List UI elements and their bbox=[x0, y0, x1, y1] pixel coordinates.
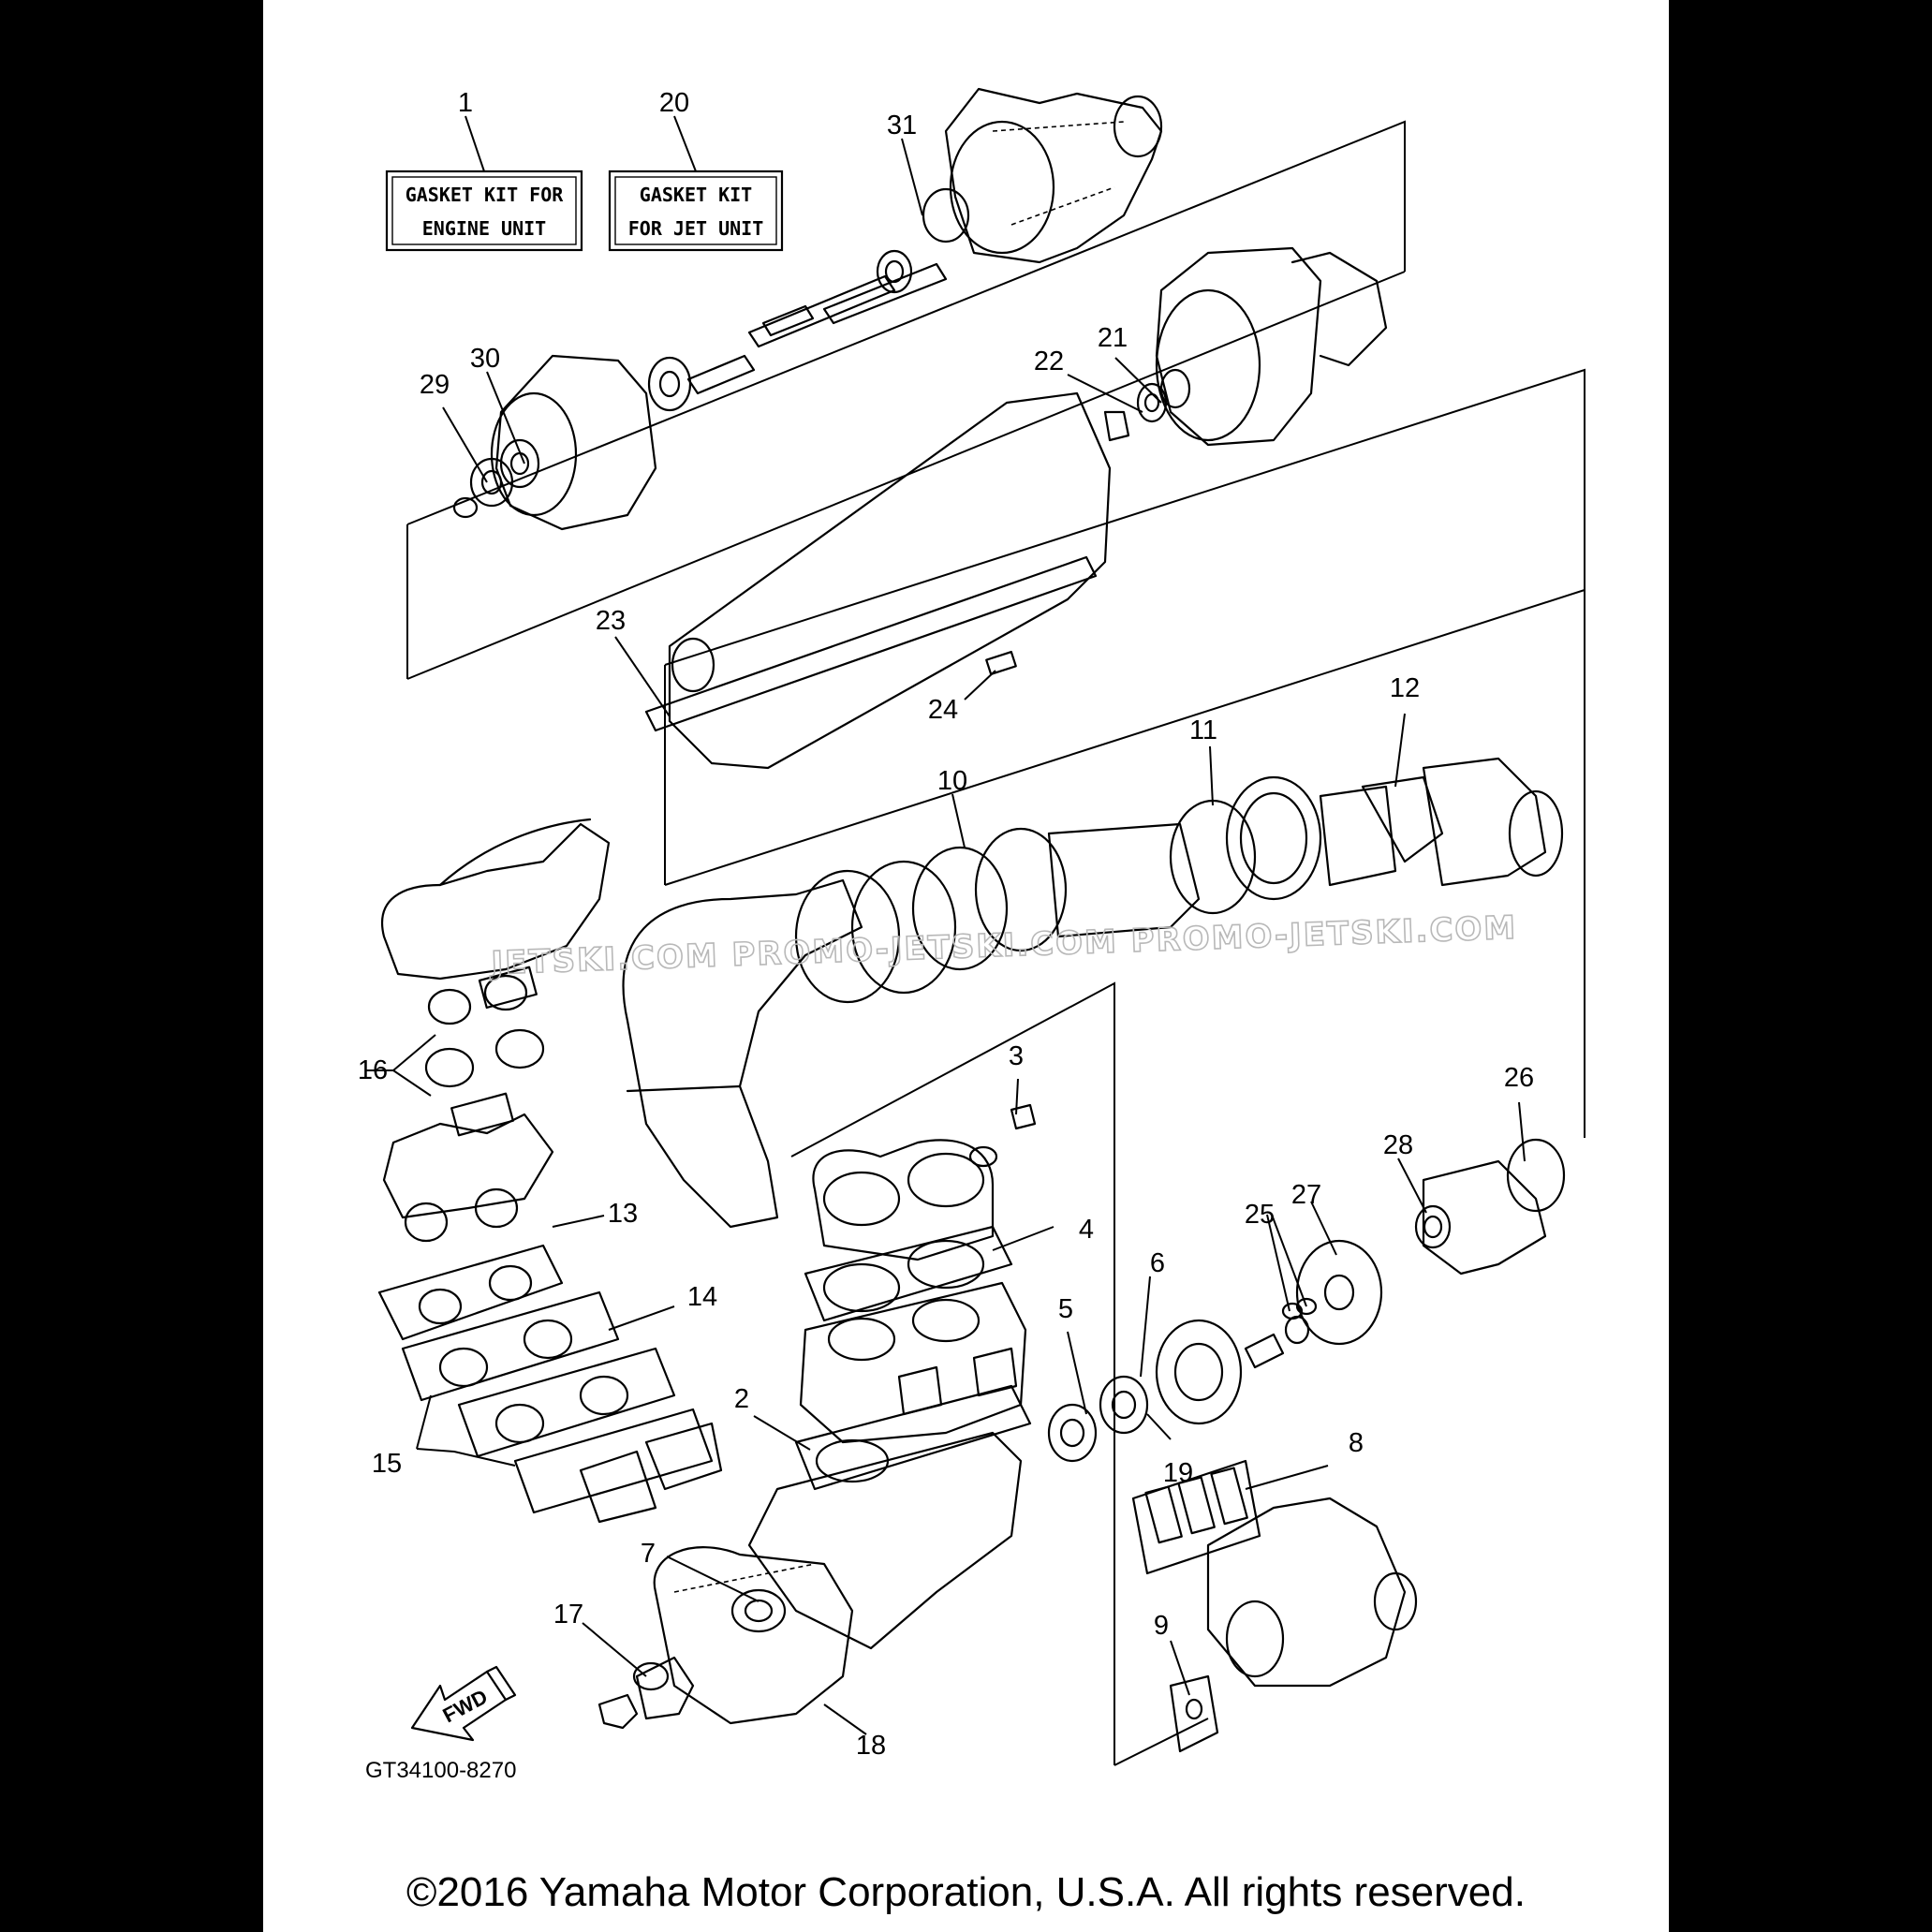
callout-12[interactable]: 12 bbox=[1390, 673, 1420, 703]
callout-23[interactable]: 23 bbox=[596, 606, 626, 636]
callout-13[interactable]: 13 bbox=[608, 1199, 638, 1229]
copyright-notice: ©2016 Yamaha Motor Corporation, U.S.A. A… bbox=[406, 1869, 1526, 1915]
cylinder-head bbox=[804, 1103, 1037, 1322]
callout-1[interactable]: 1 bbox=[458, 88, 473, 118]
callout-25[interactable]: 25 bbox=[1245, 1200, 1275, 1230]
jet-pump-trough bbox=[644, 391, 1112, 770]
drive-shaft bbox=[686, 187, 970, 395]
callout-2[interactable]: 2 bbox=[734, 1384, 749, 1414]
leader-lines bbox=[365, 138, 1526, 1735]
callout-14[interactable]: 14 bbox=[687, 1282, 717, 1312]
callout-numbers: 1 20 31 30 29 21 22 23 24 10 11 12 16 3 … bbox=[358, 88, 1534, 1761]
callout-4[interactable]: 4 bbox=[1079, 1215, 1094, 1245]
kit-jet-line1: GASKET KIT bbox=[640, 184, 752, 206]
callout-8[interactable]: 8 bbox=[1349, 1428, 1364, 1458]
exhaust-frame bbox=[664, 368, 1585, 1138]
callout-11[interactable]: 11 bbox=[1189, 715, 1217, 745]
reed-valve-gaskets bbox=[377, 1244, 723, 1524]
callout-27[interactable]: 27 bbox=[1291, 1180, 1321, 1210]
impeller-housing-right bbox=[1103, 246, 1388, 447]
callout-19[interactable]: 19 bbox=[1163, 1458, 1193, 1488]
gasket-kit-jet-box[interactable]: GASKET KIT FOR JET UNIT bbox=[608, 170, 784, 252]
callout-5[interactable]: 5 bbox=[1058, 1294, 1073, 1324]
parts-sheet bbox=[263, 0, 1669, 1932]
callout-10[interactable]: 10 bbox=[937, 766, 967, 796]
gasket-kit-engine-box[interactable]: GASKET KIT FOR ENGINE UNIT bbox=[385, 170, 583, 252]
callout-31[interactable]: 31 bbox=[887, 111, 917, 140]
callout-9[interactable]: 9 bbox=[1154, 1611, 1169, 1641]
callout-6[interactable]: 6 bbox=[1150, 1248, 1165, 1278]
callout-17[interactable]: 17 bbox=[553, 1600, 583, 1630]
kit-engine-line1: GASKET KIT FOR bbox=[406, 184, 565, 206]
callout-18[interactable]: 18 bbox=[856, 1731, 886, 1761]
exhaust-manifold-upper-left bbox=[381, 818, 611, 1243]
watermark-text: JETSKI.COM PROMO-JETSKI.COM PROMO-JETSKI… bbox=[489, 909, 1518, 982]
callout-29[interactable]: 29 bbox=[420, 370, 450, 400]
diagram-code: GT34100-8270 bbox=[365, 1758, 516, 1783]
callout-28[interactable]: 28 bbox=[1383, 1130, 1413, 1160]
kit-jet-line2: FOR JET UNIT bbox=[628, 217, 764, 240]
exhaust-outlet-lower bbox=[1131, 1459, 1418, 1753]
callout-16[interactable]: 16 bbox=[358, 1055, 388, 1085]
impeller-housing-left bbox=[452, 354, 692, 531]
callout-26[interactable]: 26 bbox=[1504, 1063, 1534, 1093]
callout-20[interactable]: 20 bbox=[659, 88, 689, 118]
fwd-arrow-icon: FWD bbox=[410, 1665, 517, 1742]
callout-7[interactable]: 7 bbox=[641, 1539, 656, 1569]
exhaust-pipe-chain bbox=[622, 757, 1564, 1229]
callout-30[interactable]: 30 bbox=[470, 344, 500, 374]
kit-engine-line2: ENGINE UNIT bbox=[422, 217, 546, 240]
cylinder-block bbox=[794, 1281, 1032, 1491]
fwd-label: FWD bbox=[439, 1685, 492, 1728]
callout-15[interactable]: 15 bbox=[372, 1449, 402, 1479]
callout-21[interactable]: 21 bbox=[1098, 323, 1128, 353]
callout-24[interactable]: 24 bbox=[928, 695, 958, 725]
intake-housing-top bbox=[944, 87, 1163, 264]
coupler-assembly bbox=[1047, 1138, 1566, 1463]
callout-3[interactable]: 3 bbox=[1009, 1041, 1024, 1071]
manifold-frame bbox=[790, 981, 1209, 1766]
callout-22[interactable]: 22 bbox=[1034, 347, 1064, 376]
